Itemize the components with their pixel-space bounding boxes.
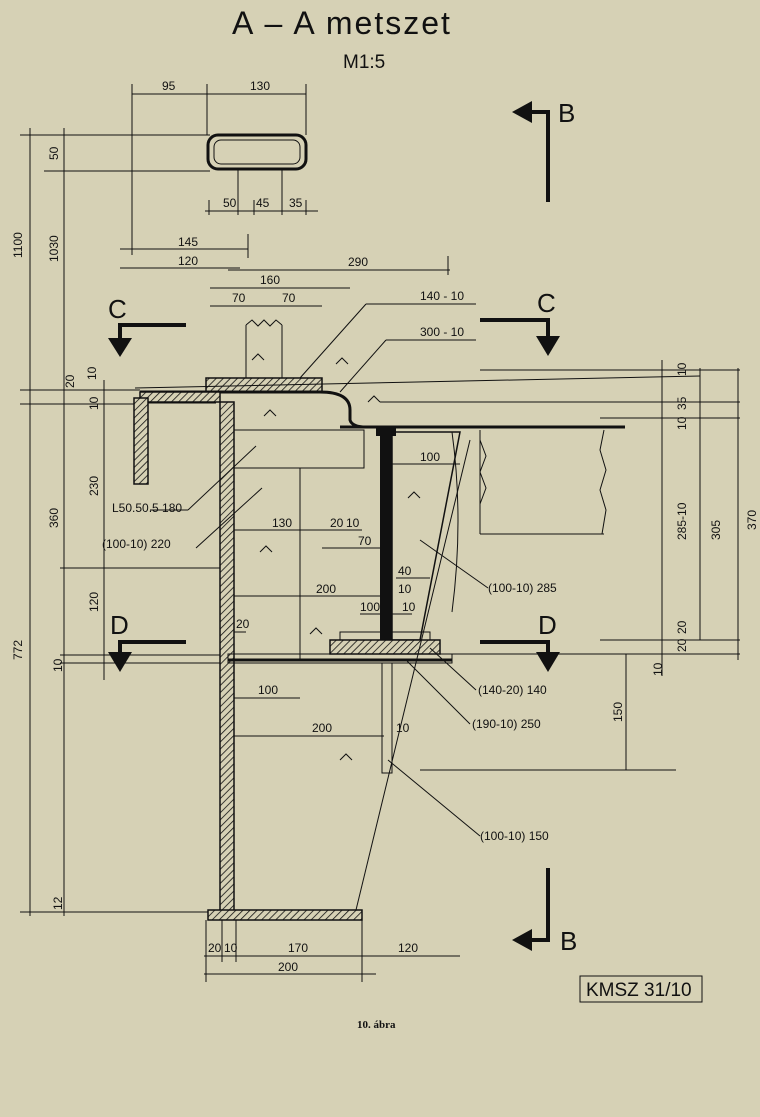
dim-10-left-c: 10 xyxy=(51,658,65,672)
i-beam-web xyxy=(380,428,392,640)
dim-10-inner: 10 xyxy=(346,516,360,530)
marker-b-top-label: B xyxy=(558,98,575,128)
diagonal-line xyxy=(355,439,471,911)
section-marker-c-left xyxy=(108,323,186,357)
bottom-base-plate xyxy=(207,909,363,921)
marker-d-right-label: D xyxy=(538,610,557,640)
angle-l50 xyxy=(133,397,149,485)
dim-100-inner-b: 100 xyxy=(360,600,380,614)
section-marker-d-right xyxy=(480,640,560,672)
dim-tube-45: 45 xyxy=(256,196,270,210)
dim-20-inner: 20 xyxy=(330,516,344,530)
section-marker-b-bottom xyxy=(512,868,550,951)
inner-dimension-lines xyxy=(234,463,460,737)
dim-10-inner-c: 10 xyxy=(402,600,416,614)
dim-20-bottom: 20 xyxy=(208,941,222,955)
dim-360: 360 xyxy=(47,508,61,528)
drawing-scale: M1:5 xyxy=(343,52,385,73)
dim-200-inner-b: 200 xyxy=(312,721,332,735)
dim-20-right: 20 xyxy=(675,620,689,634)
dim-130-inner: 130 xyxy=(272,516,292,530)
dim-10-right-b: 10 xyxy=(675,416,689,430)
section-marker-d-left xyxy=(108,640,186,672)
top-dimension-lines xyxy=(120,84,450,307)
left-dimension-lines xyxy=(20,128,234,916)
dim-10-bottom: 10 xyxy=(224,941,238,955)
dim-70b: 70 xyxy=(282,291,296,305)
dim-772: 772 xyxy=(11,640,25,660)
dim-200-inner: 200 xyxy=(316,582,336,596)
dim-10-left-b: 10 xyxy=(87,396,101,410)
dim-120-bottom: 120 xyxy=(398,941,418,955)
dim-145: 145 xyxy=(178,235,198,249)
marker-c-right-label: C xyxy=(537,288,556,318)
label-plate-100-220: (100-10) 220 xyxy=(102,537,171,551)
figure-caption: 10. ábra xyxy=(357,1019,396,1031)
plate-140-20 xyxy=(329,639,441,655)
marker-d-left-label: D xyxy=(110,610,129,640)
dim-tube-50: 50 xyxy=(223,196,237,210)
dim-160: 160 xyxy=(260,273,280,287)
dim-tube-35: 35 xyxy=(289,196,303,210)
dim-10-right-c: 10 xyxy=(651,662,665,676)
marker-b-bottom-label: B xyxy=(560,926,577,956)
stamp-text: KMSZ 31/10 xyxy=(586,980,692,1001)
label-leaders xyxy=(150,303,489,837)
dim-230: 230 xyxy=(87,476,101,496)
dim-12: 12 xyxy=(51,896,65,910)
drawing-title: A – A metszet xyxy=(232,5,452,41)
stamp-box xyxy=(579,975,703,1003)
label-plate-300-10: 300 - 10 xyxy=(420,325,464,339)
dim-100-inner: 100 xyxy=(420,450,440,464)
bottom-dimension-lines xyxy=(204,920,460,982)
label-plate-140-10: 140 - 10 xyxy=(420,289,464,303)
dim-10-left: 10 xyxy=(85,366,99,380)
section-marker-b-top xyxy=(512,101,550,202)
dim-200-bottom: 200 xyxy=(278,960,298,974)
dim-top-130: 130 xyxy=(250,79,270,93)
dim-285-10: 285-10 xyxy=(675,502,689,540)
dim-20-left: 20 xyxy=(63,374,77,388)
label-plate-100-285: (100-10) 285 xyxy=(488,581,557,595)
dim-120-left: 120 xyxy=(87,592,101,612)
dim-100-inner-c: 100 xyxy=(258,683,278,697)
dim-40-inner: 40 xyxy=(398,564,412,578)
label-plate-190-10: (190-10) 250 xyxy=(472,717,541,731)
label-angle: L50.50.5 180 xyxy=(112,501,182,515)
weld-symbols xyxy=(251,353,421,761)
dim-20-inner-b: 20 xyxy=(236,617,250,631)
dim-35-right: 35 xyxy=(675,396,689,410)
dim-70a: 70 xyxy=(232,291,246,305)
deck-slab xyxy=(451,429,607,613)
label-plate-140-20: (140-20) 140 xyxy=(478,683,547,697)
dim-top-95: 95 xyxy=(162,79,176,93)
dim-10-right: 10 xyxy=(675,362,689,376)
dim-1100: 1100 xyxy=(11,232,25,258)
dim-150-right: 150 xyxy=(611,702,625,722)
dim-10-inner-b: 10 xyxy=(398,582,412,596)
right-dimension-lines xyxy=(420,360,740,771)
dim-305: 305 xyxy=(709,520,723,540)
dim-70-inner: 70 xyxy=(358,534,372,548)
section-marker-c-right xyxy=(480,318,560,356)
label-plate-100-150: (100-10) 150 xyxy=(480,829,549,843)
dim-20-right-b: 20 xyxy=(675,638,689,652)
dim-1030: 1030 xyxy=(47,235,61,262)
dim-290: 290 xyxy=(348,255,368,269)
dim-120: 120 xyxy=(178,254,198,268)
upright-post-stub xyxy=(245,319,283,378)
top-rail-tube xyxy=(206,133,308,171)
dim-170-bottom: 170 xyxy=(288,941,308,955)
dim-tube-height: 50 xyxy=(47,146,61,160)
dim-370: 370 xyxy=(745,510,759,530)
marker-c-left-label: C xyxy=(108,294,127,324)
dim-10-inner-d: 10 xyxy=(396,721,410,735)
plate-100-150 xyxy=(381,662,393,774)
